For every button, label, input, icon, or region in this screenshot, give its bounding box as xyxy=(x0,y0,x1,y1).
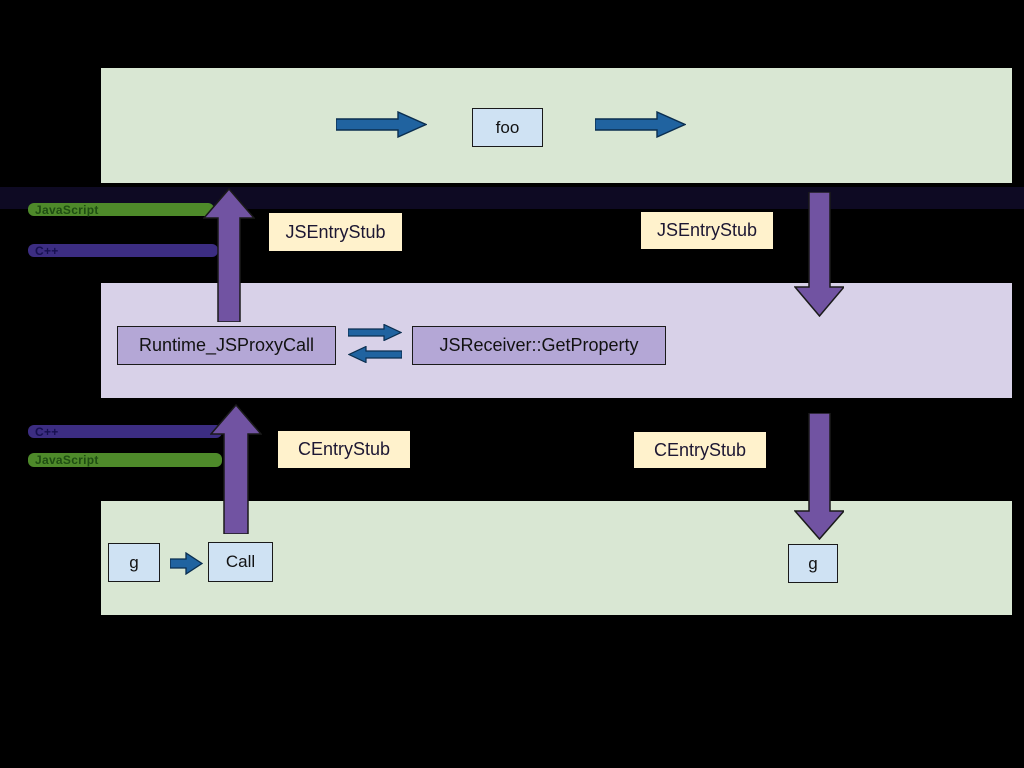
g-function-left-box: g xyxy=(108,543,160,582)
call-up-arrow-icon xyxy=(210,404,262,534)
returns-left-arrow-icon xyxy=(348,346,402,363)
js-entry-stub-right-box: JSEntryStub xyxy=(641,212,773,249)
g-function-right-box: g xyxy=(788,544,838,583)
g-function-left-label: g xyxy=(129,552,139,572)
return-down-arrow-icon xyxy=(794,413,844,540)
call-box-label: Call xyxy=(225,552,256,571)
jsreceiver-getproperty-label: JSReceiver::GetProperty xyxy=(439,335,639,355)
lower-cpp-side-bar: C++ xyxy=(28,424,222,439)
js-entry-stub-left-box: JSEntryStub xyxy=(269,213,402,251)
g-to-call-arrow-icon xyxy=(170,552,203,575)
upper-cpp-side-bar-label: C++ xyxy=(35,243,59,258)
upper-js-side-bar-label: JavaScript xyxy=(35,202,99,217)
upper-js-side-bar: JavaScript xyxy=(28,202,214,217)
return-up-arrow-icon xyxy=(203,188,255,322)
g-function-right-label: g xyxy=(808,553,818,573)
c-entry-stub-left-box: CEntryStub xyxy=(278,431,410,468)
foo-function-box: foo xyxy=(472,108,543,147)
c-entry-stub-left-label: CEntryStub xyxy=(297,439,391,459)
lower-js-side-bar-label: JavaScript xyxy=(35,453,99,467)
js-entry-stub-left-label: JSEntryStub xyxy=(285,221,386,242)
calls-right-arrow-icon xyxy=(348,324,402,341)
runtime-jsproxycall-box: Runtime_JSProxyCall xyxy=(117,326,336,365)
flow-right-arrow-icon xyxy=(336,111,427,138)
lower-cpp-side-bar-label: C++ xyxy=(35,424,59,439)
flow-right-arrow-icon xyxy=(595,111,686,138)
runtime-jsproxycall-label: Runtime_JSProxyCall xyxy=(138,335,315,355)
call-box: Call xyxy=(208,542,273,582)
foo-function-label: foo xyxy=(495,117,520,137)
upper-cpp-side-bar: C++ xyxy=(28,243,218,258)
jsreceiver-getproperty-box: JSReceiver::GetProperty xyxy=(412,326,666,365)
c-entry-stub-right-box: CEntryStub xyxy=(634,432,766,468)
js-entry-stub-right-label: JSEntryStub xyxy=(656,220,758,240)
c-entry-stub-right-label: CEntryStub xyxy=(653,439,747,460)
lower-js-side-bar: JavaScript xyxy=(28,453,222,467)
call-down-arrow-icon xyxy=(794,192,844,317)
deopt-boundary-strip xyxy=(0,187,1024,209)
top-js-band xyxy=(101,68,1012,183)
